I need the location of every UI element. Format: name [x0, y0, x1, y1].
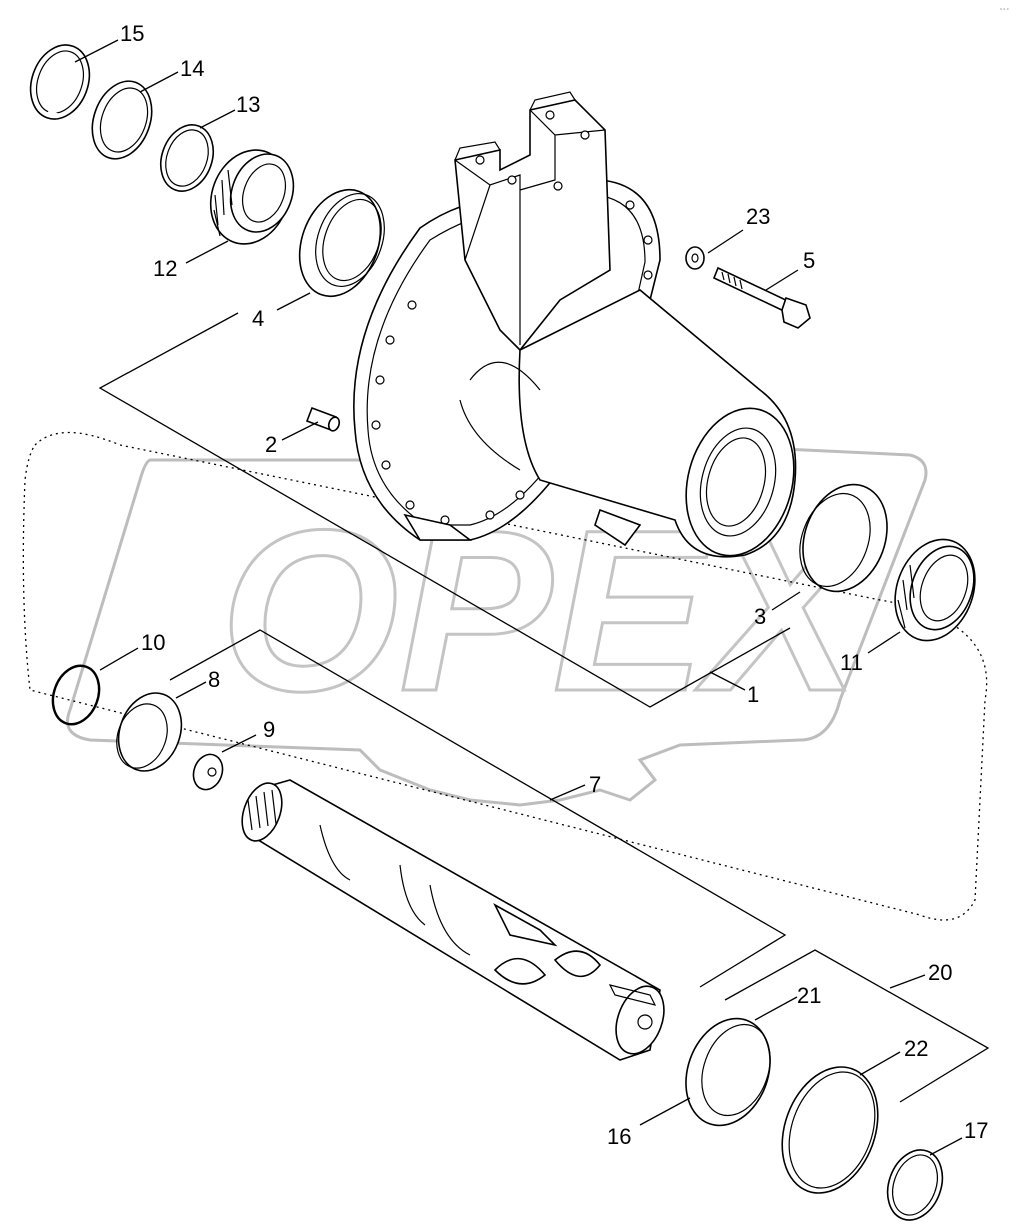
callout-1: 1 [747, 682, 759, 707]
callout-13: 13 [236, 92, 260, 117]
seal-part-16-21 [685, 1017, 771, 1127]
callout-2: 2 [265, 432, 277, 457]
callout-20: 20 [928, 960, 952, 985]
bearing-cup-part-4 [298, 188, 385, 298]
callout-11: 11 [840, 650, 863, 675]
callout-10: 10 [141, 630, 165, 655]
shaft-part-7 [241, 779, 665, 1061]
ring-part-14 [91, 80, 153, 160]
bearing-cup-part-3 [799, 483, 888, 593]
plug-part-9 [192, 753, 224, 791]
bracket-group-20 [724, 949, 990, 1103]
callout-5: 5 [803, 248, 815, 273]
callout-21: 21 [797, 983, 821, 1008]
callout-12: 12 [153, 256, 177, 281]
callout-4: 4 [252, 306, 264, 331]
housing-part-1 [353, 91, 797, 558]
dotted-group-outline [22, 431, 988, 921]
seal-part-8 [116, 692, 183, 772]
ring-part-22 [781, 1066, 879, 1194]
bearing-cone-part-11 [894, 538, 976, 642]
bracket-group-1 [98, 312, 791, 708]
callout-14: 14 [180, 56, 204, 81]
corner-mark: ° ° ° [1000, 8, 1009, 14]
bearing-cone-part-12 [209, 149, 295, 245]
bracket-group-7 [169, 629, 787, 988]
ring-part-13 [159, 124, 215, 192]
o-ring-part-10 [51, 664, 101, 726]
callout-9: 9 [263, 717, 275, 742]
callout-3: 3 [754, 604, 766, 629]
callout-15: 15 [120, 21, 144, 46]
callout-23: 23 [746, 204, 770, 229]
washer-part-23 [685, 246, 705, 270]
callout-17: 17 [964, 1118, 988, 1143]
leader-lines [74, 39, 963, 1156]
callout-labels: 15 14 13 12 4 2 23 5 3 11 1 10 8 9 7 16 … [120, 21, 988, 1149]
callout-22: 22 [904, 1036, 928, 1061]
callout-8: 8 [208, 667, 220, 692]
bolt-part-5 [712, 266, 811, 329]
callout-16: 16 [607, 1124, 631, 1149]
snap-ring-part-15 [29, 44, 91, 120]
dowel-pin-part-2 [305, 406, 341, 432]
callout-7: 7 [589, 772, 601, 797]
snap-ring-part-17 [886, 1149, 944, 1221]
